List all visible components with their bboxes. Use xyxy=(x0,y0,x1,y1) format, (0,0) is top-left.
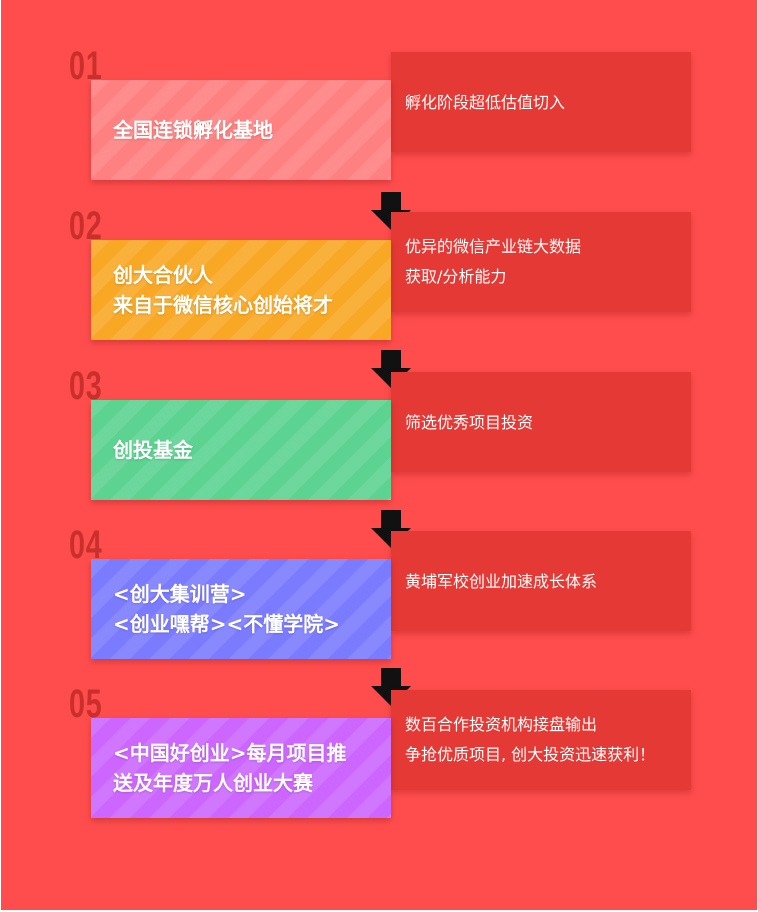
step-description-box: 数百合作投资机构接盘输出 争抢优质项目, 创大投资迅速获利！ xyxy=(391,690,691,790)
step-description: 数百合作投资机构接盘输出 争抢优质项目, 创大投资迅速获利！ xyxy=(405,715,656,764)
step-3: 03 筛选优秀项目投资 创投基金 xyxy=(1,366,757,506)
step-card: <创大集训营> <创业嘿帮><不懂学院> xyxy=(91,559,391,659)
step-card: 创投基金 xyxy=(91,400,391,500)
step-number: 01 xyxy=(69,44,103,88)
step-card-title: <创大集训营> <创业嘿帮><不懂学院> xyxy=(113,582,341,636)
step-number: 04 xyxy=(69,523,103,567)
step-5: 05 数百合作投资机构接盘输出 争抢优质项目, 创大投资迅速获利！ <中国好创业… xyxy=(1,684,757,824)
step-card: 全国连锁孵化基地 xyxy=(91,80,391,180)
step-card-title: 全国连锁孵化基地 xyxy=(113,118,273,142)
step-number: 03 xyxy=(69,364,103,408)
step-description-box: 孵化阶段超低估值切入 xyxy=(391,52,691,152)
step-card-title: <中国好创业>每月项目推 送及年度万人创业大赛 xyxy=(113,741,347,795)
down-arrow-icon xyxy=(371,510,411,550)
step-card: 创大合伙人 来自于微信核心创始将才 xyxy=(91,240,391,340)
down-arrow-icon xyxy=(371,668,411,708)
step-4: 04 黄埔军校创业加速成长体系 <创大集训营> <创业嘿帮><不懂学院> xyxy=(1,525,757,665)
step-number: 05 xyxy=(69,682,103,726)
step-description: 筛选优秀项目投资 xyxy=(405,413,534,432)
step-description: 孵化阶段超低估值切入 xyxy=(405,93,566,112)
step-description-box: 优异的微信产业链大数据 获取/分析能力 xyxy=(391,212,691,312)
down-arrow-icon xyxy=(371,192,411,232)
step-number: 02 xyxy=(69,204,103,248)
step-2: 02 优异的微信产业链大数据 获取/分析能力 创大合伙人 来自于微信核心创始将才 xyxy=(1,206,757,346)
step-card-title: 创投基金 xyxy=(113,438,193,462)
step-card: <中国好创业>每月项目推 送及年度万人创业大赛 xyxy=(91,718,391,818)
step-card-title: 创大合伙人 来自于微信核心创始将才 xyxy=(113,263,333,317)
down-arrow-icon xyxy=(371,350,411,390)
step-description: 优异的微信产业链大数据 获取/分析能力 xyxy=(405,237,582,286)
step-description-box: 筛选优秀项目投资 xyxy=(391,372,691,472)
step-1: 01 孵化阶段超低估值切入 全国连锁孵化基地 xyxy=(1,46,757,186)
step-description-box: 黄埔军校创业加速成长体系 xyxy=(391,531,691,631)
step-description: 黄埔军校创业加速成长体系 xyxy=(405,572,598,591)
